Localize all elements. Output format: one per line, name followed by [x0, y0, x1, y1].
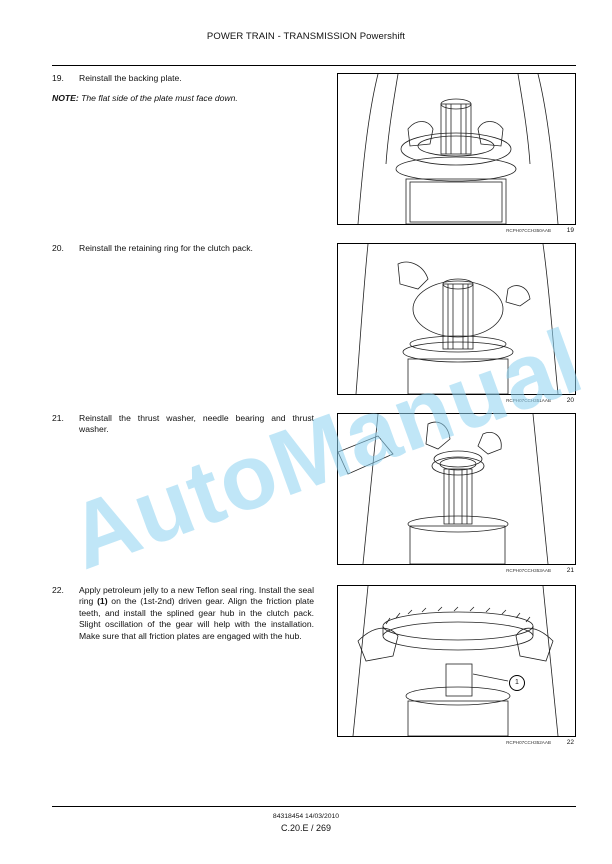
footer-page: C.20.E / 269: [280, 823, 332, 833]
figure-code: RCPH07CCH350AAB: [506, 228, 551, 233]
callout-1: 1: [509, 675, 525, 691]
figure-number: 19: [566, 227, 574, 234]
figure-number: 20: [566, 397, 574, 404]
footer-rule: [52, 806, 576, 807]
step-text-part: Apply petroleum jelly to a new Teflon se…: [79, 585, 314, 607]
step-21: 21. Reinstall the thrust washer, needle …: [52, 413, 314, 436]
figure-22-caption: RCPH07CCH352AAB 22: [337, 739, 576, 750]
step-19: 19. Reinstall the backing plate.: [52, 73, 314, 84]
figure-20-caption: RCPH07CCH351AAB 20: [337, 397, 576, 408]
step-number: 19.: [52, 73, 64, 83]
page-header: POWER TRAIN - TRANSMISSION Powershift: [206, 31, 406, 42]
figure-19-image: [337, 73, 576, 225]
step-number: 20.: [52, 243, 64, 253]
step-number: 22.: [52, 585, 64, 595]
step-text: Apply petroleum jelly to a new Teflon se…: [79, 585, 314, 642]
step-text: Reinstall the backing plate.: [79, 73, 182, 83]
figure-number: 22: [566, 739, 574, 746]
footer-doc: 84318454 14/03/2010: [272, 813, 340, 820]
figure-20-image: [337, 243, 576, 395]
header-rule: [52, 65, 576, 66]
step-22: 22. Apply petroleum jelly to a new Teflo…: [52, 585, 314, 642]
step-20: 20. Reinstall the retaining ring for the…: [52, 243, 314, 254]
figure-code: RCPH07CCH352AAB: [506, 740, 551, 745]
note: NOTE: The flat side of the plate must fa…: [52, 93, 238, 103]
figure-19-caption: RCPH07CCH350AAB 19: [337, 227, 576, 238]
figure-22-image: 1: [337, 585, 576, 737]
note-text: The flat side of the plate must face dow…: [78, 93, 238, 103]
figure-number: 21: [566, 567, 574, 574]
figure-code: RCPH07CCH351AAB: [506, 398, 551, 403]
step-text: Reinstall the retaining ring for the clu…: [79, 243, 253, 253]
figure-code: RCPH07CCH353AAB: [506, 568, 551, 573]
step-text-bold: (1): [97, 596, 108, 607]
step-number: 21.: [52, 413, 64, 423]
figure-21-image: [337, 413, 576, 565]
note-label: NOTE:: [52, 93, 79, 103]
step-text: Reinstall the thrust washer, needle bear…: [79, 413, 314, 435]
figure-21-caption: RCPH07CCH353AAB 21: [337, 567, 576, 578]
step-text-part: on the (1st-2nd) driven gear. Align the …: [79, 596, 315, 641]
